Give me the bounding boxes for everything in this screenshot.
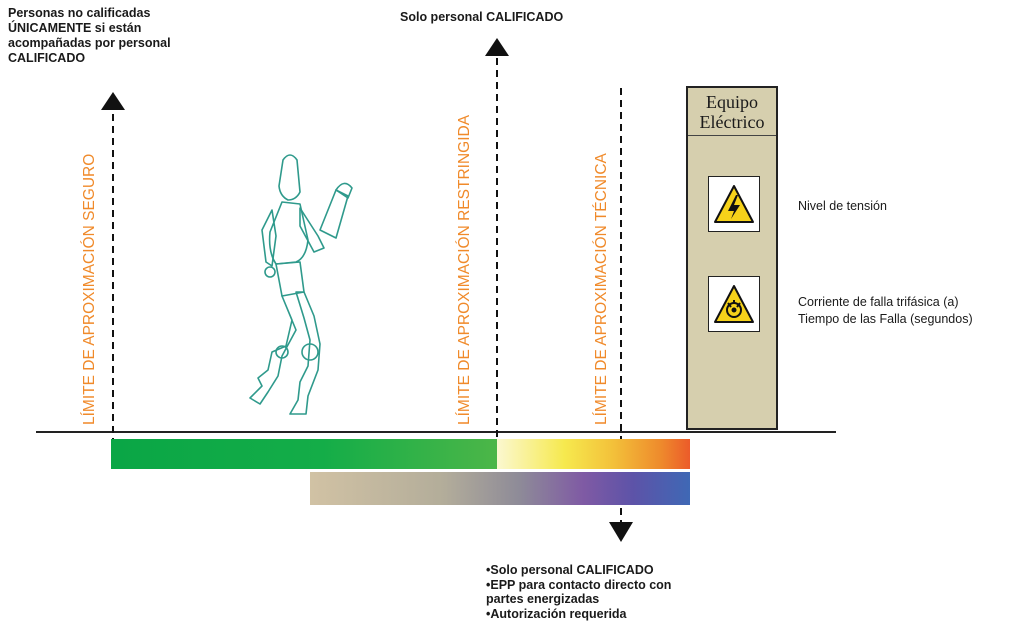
requirement-item: •Autorización requerida [486,606,627,621]
restricted-boundary-label: LÍMITE DE APROXIMACIÓN RESTRINGIDA [456,114,473,425]
equipment-title: Equipo Eléctrico [688,92,776,136]
requirement-item: •Solo personal CALIFICADO [486,563,654,577]
note-line: acompañadas por personal [8,36,171,50]
safe-boundary-label: LÍMITE DE APROXIMACIÓN SEGURO [81,153,98,425]
arc-flash-warning-icon [714,285,754,323]
equipment-title-line: Equipo [706,92,758,112]
fault-current-label: Corriente de falla trifásica (a) [798,295,959,309]
safe-boundary-line [101,92,125,466]
high-voltage-warning-icon [714,185,754,223]
note-line: Personas no calificadas [8,6,151,20]
electrical-equipment-box: Equipo Eléctrico [686,86,778,430]
restricted-zone-bar [310,472,690,505]
requirement-item: •EPP para contacto directo con [486,577,672,592]
hazard-zone-bar [497,439,690,469]
down-arrow-icon [609,522,633,542]
unqualified-persons-note: Personas no calificadas ÚNICAMENTE si es… [8,6,238,66]
note-line: ÚNICAMENTE si están [8,21,142,35]
mannequin-figure-icon [249,154,353,415]
note-line: CALIFICADO [8,51,86,65]
requirement-item: partes energizadas [486,592,600,606]
requirements-list: •Solo personal CALIFICADO •EPP para cont… [486,563,671,621]
arc-flash-sign [708,276,760,332]
up-arrow-icon [485,38,509,56]
restricted-boundary-line [485,38,509,466]
technical-boundary-label: LÍMITE DE APROXIMACIÓN TÉCNICA [593,153,610,425]
up-arrow-icon [101,92,125,110]
voltage-sign [708,176,760,232]
equipment-title-line: Eléctrico [699,112,765,132]
voltage-level-label: Nivel de tensión [798,199,887,213]
safe-zone-bar [111,439,497,469]
qualified-only-note: Solo personal CALIFICADO [400,10,564,24]
fault-time-label: Tiempo de las Falla (segundos) [798,312,973,326]
